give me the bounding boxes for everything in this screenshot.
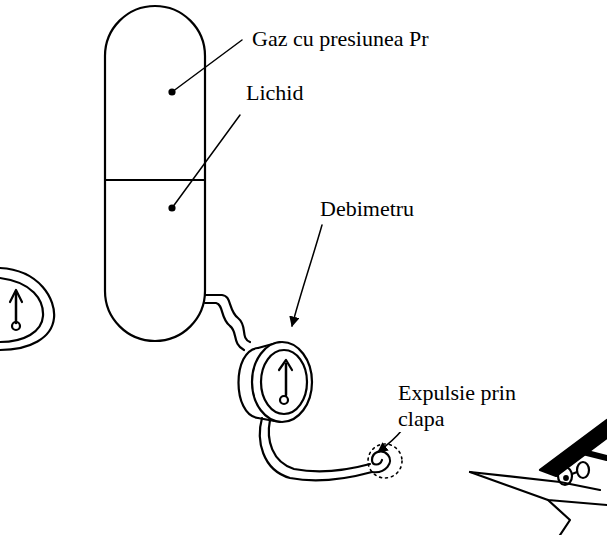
callout-label: Expulsie prin clapa [396,380,550,432]
side-gauge-pivot [12,322,20,330]
leader-line [172,40,242,92]
pipe [260,418,372,480]
liquid-surface [105,179,205,181]
flowmeter-face [252,342,312,422]
tank [105,6,205,341]
pipe [269,420,370,471]
character-face [548,500,570,535]
spray-dots [368,444,402,478]
character-glasses [577,462,589,478]
pipe [205,303,244,350]
flowmeter-needle [285,364,288,395]
flowmeter-needle [279,360,292,370]
character-hat [540,420,607,476]
leader-arrow [292,225,322,326]
leader-arrow [378,430,402,452]
character-eye [564,476,568,480]
character-beak [470,472,600,490]
side-gauge-needle [15,292,18,323]
side-gauge [0,278,43,342]
side-gauge-needle [10,290,22,302]
valve [372,451,390,472]
callout-label: Debimetru [318,196,416,222]
callout-label: Lichid [244,80,305,106]
character-hat [575,450,607,458]
flowmeter-dial [261,350,307,414]
callout-label: Gaz cu presiunea Pr [250,26,431,52]
character-glasses [572,472,577,474]
flowmeter-pivot [280,396,288,404]
character-glasses [558,467,572,485]
side-gauge [0,268,54,350]
leader-line [172,115,240,208]
